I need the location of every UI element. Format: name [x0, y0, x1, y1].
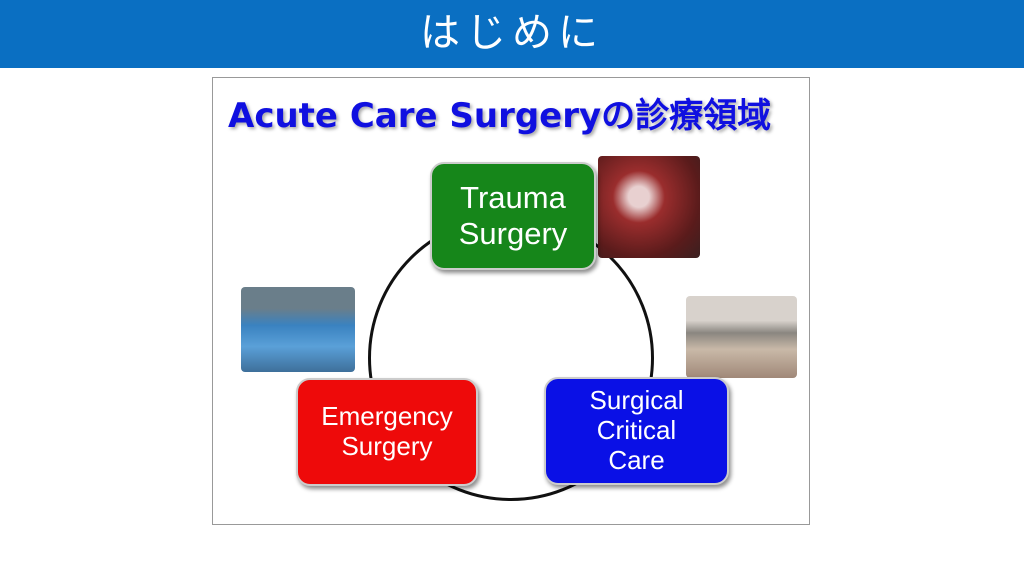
- diagram-title: Acute Care Surgeryの診療領域: [228, 96, 772, 136]
- box-line: Trauma: [460, 180, 566, 216]
- surgical-critical-care-box: Surgical Critical Care: [544, 377, 729, 485]
- box-line: Surgical: [589, 385, 684, 416]
- box-line: Care: [608, 444, 665, 475]
- header-title: はじめに: [420, 10, 604, 56]
- operating-room-photo: [241, 287, 355, 372]
- box-line: Emergency: [321, 401, 453, 432]
- emergency-surgery-box: Emergency Surgery: [296, 378, 478, 486]
- slide-header: はじめに: [0, 0, 1024, 68]
- box-line: Surgery: [341, 431, 433, 461]
- trauma-surgery-photo: [598, 156, 700, 258]
- box-line: Surgery: [458, 216, 568, 251]
- box-line: Critical: [596, 415, 677, 446]
- icu-photo: [686, 296, 797, 378]
- trauma-surgery-box: Trauma Surgery: [430, 162, 596, 270]
